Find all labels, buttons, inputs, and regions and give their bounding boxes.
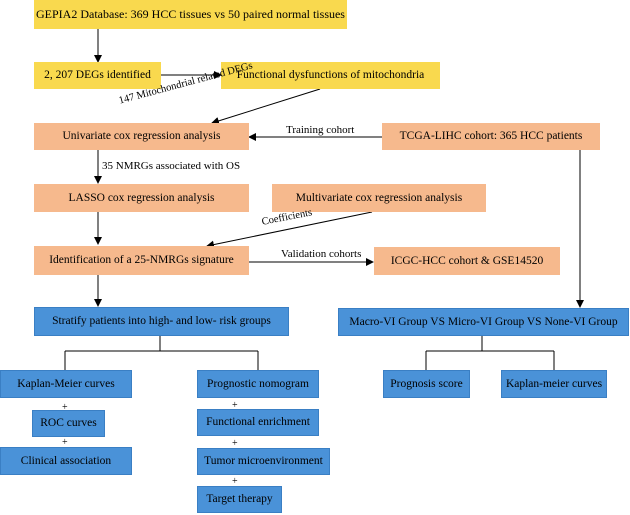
box-macro: Macro-VI Group VS Micro-VI Group VS None… [338,308,629,336]
arrow-mito-univariate [211,88,321,125]
box-univariate: Univariate cox regression analysis [34,123,249,150]
arrow-multivariate-signature [206,211,373,249]
box-kaplan-meier: Kaplan-Meier curves [0,370,132,398]
box-lasso: LASSO cox regression analysis [34,184,249,212]
box-tcga: TCGA-LIHC cohort: 365 HCC patients [382,123,600,150]
box-multivariate: Multivariate cox regression analysis [272,184,486,212]
plus-sign: + [232,476,238,487]
box-gepia: GEPIA2 Database: 369 HCC tissues vs 50 p… [34,0,347,29]
box-tme: Tumor microenvironment [197,448,330,475]
box-nomogram: Prognostic nomogram [197,370,319,398]
plus-sign: + [232,400,238,411]
plus-sign: + [62,437,68,448]
box-degs: 2, 207 DEGs identified [34,62,161,89]
plus-sign: + [232,438,238,449]
box-signature: Identification of a 25-NMRGs signature [34,246,249,275]
box-prognosis: Prognosis score [383,370,470,398]
box-icgc: ICGC-HCC cohort & GSE14520 [374,247,560,275]
box-target: Target therapy [197,486,282,513]
box-kaplan-meier-2: Kaplan-meier curves [501,370,607,398]
box-clinical: Clinical association [0,447,132,475]
plus-sign: + [62,402,68,413]
box-stratify: Stratify patients into high- and low- ri… [34,307,289,336]
label-training: Training cohort [286,124,355,136]
label-nmrgs-os: 35 NMRGs associated with OS [102,160,241,172]
box-mito: Functional dysfunctions of mitochondria [221,62,440,89]
box-roc: ROC curves [32,410,105,437]
label-validation: Validation cohorts [281,248,362,260]
box-enrichment: Functional enrichment [197,409,319,436]
